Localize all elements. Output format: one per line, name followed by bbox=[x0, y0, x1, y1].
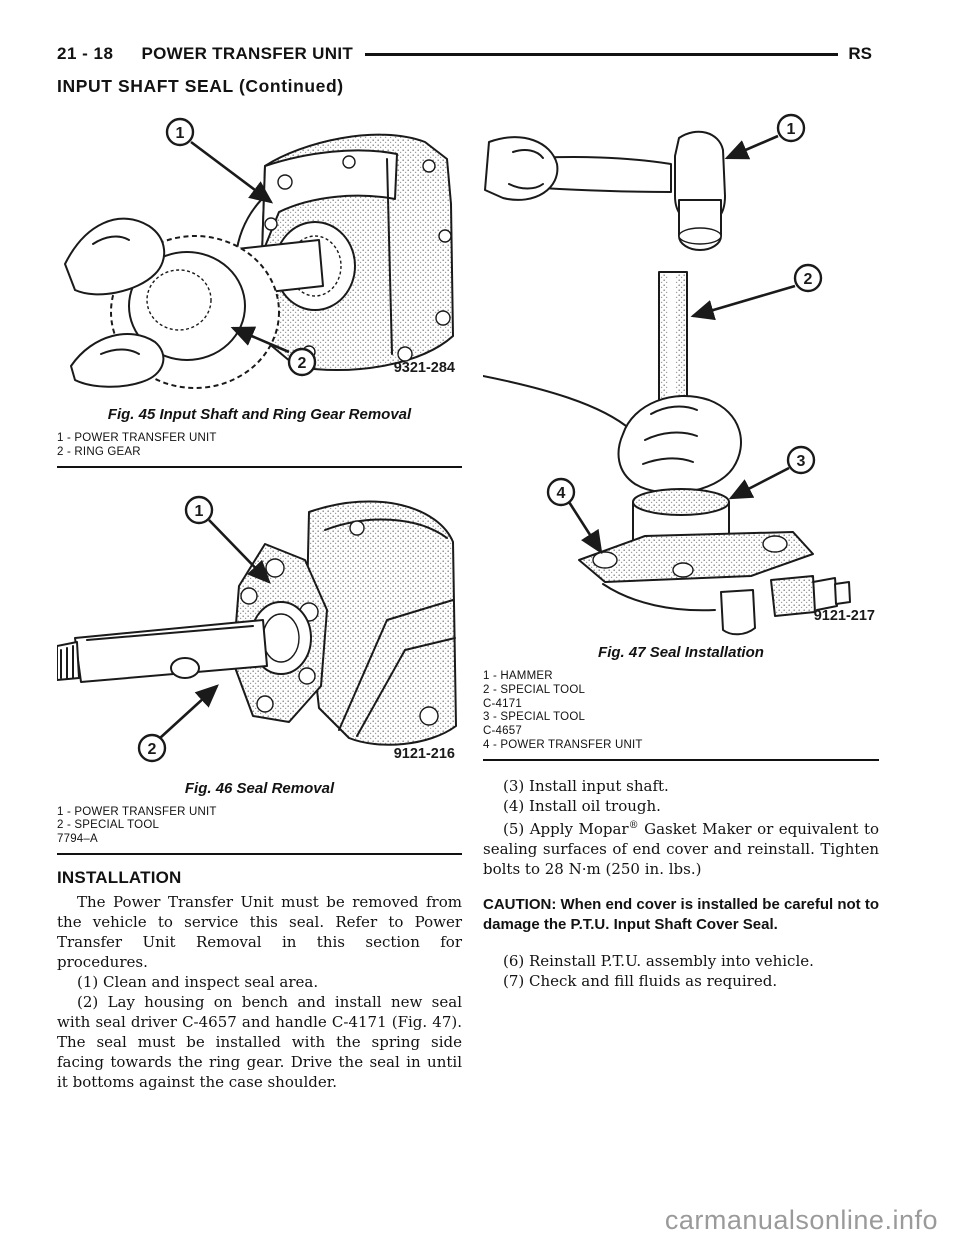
callout-arrow bbox=[208, 518, 271, 584]
hand-drawing bbox=[64, 217, 165, 296]
callout-number: 3 bbox=[797, 453, 806, 470]
callout-circle-1 bbox=[776, 113, 806, 143]
figure-45-caption: Fig. 45 Input Shaft and Ring Gear Remova… bbox=[107, 406, 412, 423]
page-number: 21 - 18 bbox=[57, 44, 114, 63]
figure-image-id: 9121-216 bbox=[394, 746, 455, 762]
callout-number: 2 bbox=[148, 741, 157, 758]
left-column: 1 2 9321-284 Fig. 45 Input Shaft and Rin… bbox=[57, 104, 462, 1092]
legend-item: 1 - POWER TRANSFER UNIT bbox=[57, 432, 217, 444]
arm-drawing bbox=[483, 375, 632, 431]
callout-number: 4 bbox=[557, 485, 566, 502]
callout-arrow bbox=[190, 140, 274, 204]
callout-arrow bbox=[159, 683, 219, 739]
callout-circle-1 bbox=[184, 495, 214, 524]
callout-circle-4 bbox=[546, 477, 576, 507]
legend-item: 4 - POWER TRANSFER UNIT bbox=[483, 738, 643, 751]
installation-step-1: (1) Clean and inspect seal area. bbox=[77, 972, 319, 991]
figure-image-id: 9321-284 bbox=[394, 360, 455, 376]
installation-step-3: (3) Install input shaft. bbox=[503, 776, 669, 795]
header-rule bbox=[365, 52, 839, 56]
callout-number: 2 bbox=[298, 355, 307, 372]
chapter-title: POWER TRANSFER UNIT bbox=[141, 44, 354, 63]
callout-number: 1 bbox=[195, 503, 204, 520]
installation-intro: The Power Transfer Unit must be removed … bbox=[57, 892, 462, 971]
callout-number: 1 bbox=[787, 121, 796, 138]
figure-47-illustration: 1 2 bbox=[483, 104, 879, 638]
installation-steps-right: (3) Install input shaft. (4) Install oil… bbox=[483, 776, 879, 879]
legend-item: 2 - RING GEAR bbox=[57, 445, 141, 458]
legend-item: 7794–A bbox=[57, 833, 98, 846]
watermark-text: carmanualsonline.info bbox=[664, 1205, 938, 1235]
figure-45-illustration: 1 2 9321-284 bbox=[57, 104, 462, 394]
legend-item: 3 - SPECIAL TOOL bbox=[483, 711, 586, 724]
installation-steps-final: (6) Reinstall P.T.U. assembly into vehic… bbox=[483, 951, 879, 991]
installation-step-7: (7) Check and fill fluids as required. bbox=[503, 971, 778, 990]
installation-heading: INSTALLATION bbox=[57, 867, 182, 887]
registered-trademark-symbol: ® bbox=[628, 819, 639, 831]
figure-image-id: 9121-217 bbox=[814, 608, 875, 624]
legend-item: 1 - POWER TRANSFER UNIT bbox=[57, 805, 217, 818]
installation-step-5: (5) Apply Mopar® Gasket Maker or equival… bbox=[483, 819, 879, 878]
installation-body: The Power Transfer Unit must be removed … bbox=[57, 892, 462, 1092]
ptu-housing-drawing bbox=[578, 531, 814, 583]
installation-step-2: (2) Lay housing on bench and install new… bbox=[57, 992, 462, 1091]
callout-arrow bbox=[724, 134, 779, 160]
ptu-housing-drawing bbox=[306, 500, 457, 746]
callout-number: 2 bbox=[804, 271, 813, 288]
callout-arrow bbox=[230, 326, 290, 354]
callout-circle-2 bbox=[287, 347, 317, 377]
hand-drawing bbox=[617, 395, 742, 494]
figure-46-legend: 1 - POWER TRANSFER UNIT 2 - SPECIAL TOOL… bbox=[57, 806, 462, 855]
model-code: RS bbox=[848, 44, 872, 63]
legend-item: C-4657 bbox=[483, 725, 522, 738]
callout-arrow bbox=[728, 466, 790, 500]
installation-step-4: (4) Install oil trough. bbox=[503, 796, 661, 815]
caution-note: CAUTION: When end cover is installed be … bbox=[483, 895, 879, 933]
figure-46-illustration: 1 2 9121-216 bbox=[57, 480, 462, 768]
callout-arrow bbox=[567, 501, 603, 555]
figure-45-legend: 1 - POWER TRANSFER UNIT 2 - RING GEAR bbox=[57, 432, 462, 468]
legend-item: 2 - SPECIAL TOOL bbox=[57, 819, 160, 832]
section-subheader: INPUT SHAFT SEAL (Continued) bbox=[57, 76, 344, 96]
hand-drawing bbox=[484, 136, 559, 201]
callout-circle-2 bbox=[793, 263, 823, 293]
hand-drawing bbox=[70, 333, 165, 388]
figure-47-caption: Fig. 47 Seal Installation bbox=[598, 644, 764, 661]
figure-46-caption: Fig. 46 Seal Removal bbox=[184, 779, 335, 797]
legend-item: 2 - SPECIAL TOOL bbox=[483, 683, 586, 696]
callout-number: 1 bbox=[176, 125, 185, 142]
legend-item: 1 - HAMMER bbox=[483, 670, 553, 682]
callout-circle-2 bbox=[137, 733, 167, 762]
installation-step-6: (6) Reinstall P.T.U. assembly into vehic… bbox=[503, 951, 814, 970]
callout-circle-1 bbox=[165, 117, 195, 147]
right-column: 1 2 bbox=[483, 104, 879, 991]
callout-arrow bbox=[690, 284, 796, 321]
callout-circle-3 bbox=[786, 445, 816, 475]
figure-47-legend: 1 - HAMMER 2 - SPECIAL TOOL C-4171 3 - S… bbox=[483, 670, 879, 761]
page-header: 21 - 18 POWER TRANSFER UNIT RS bbox=[57, 44, 872, 64]
legend-item: C-4171 bbox=[483, 697, 522, 710]
